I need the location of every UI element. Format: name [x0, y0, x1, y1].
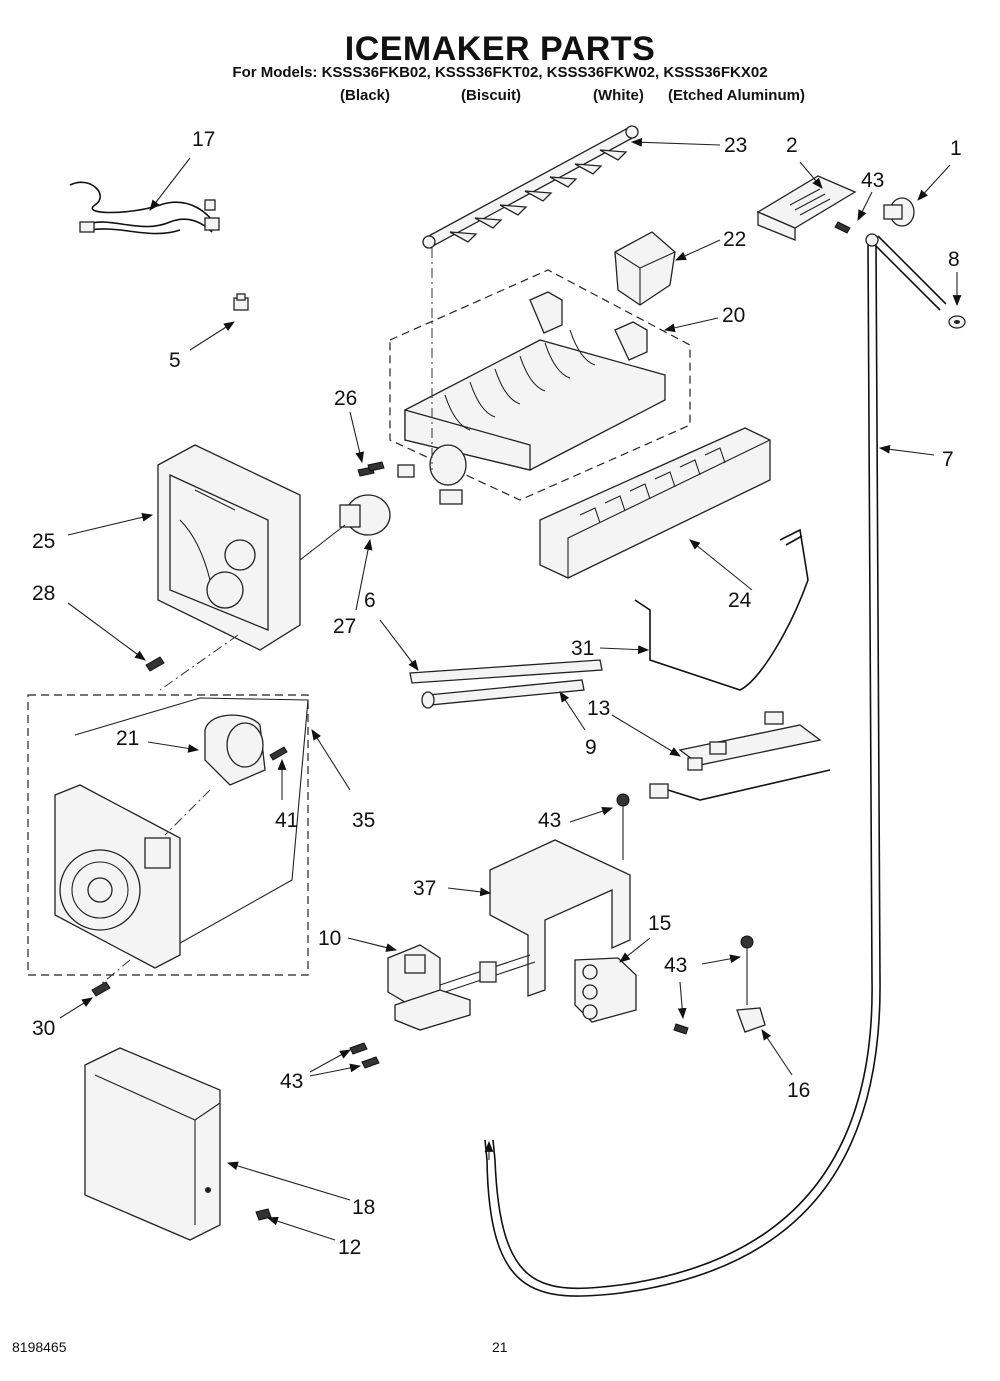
- bracket-37: [489, 839, 631, 997]
- stripper-24: [539, 427, 771, 579]
- label-13: 13: [587, 697, 610, 720]
- label-25: 25: [32, 530, 55, 553]
- label-10: 10: [318, 927, 341, 950]
- motor-27: [299, 494, 391, 561]
- label-6: 6: [364, 589, 376, 612]
- label-41: 41: [275, 809, 298, 832]
- label-2: 2: [786, 134, 798, 157]
- screw-43-top: [834, 221, 851, 234]
- label-24: 24: [728, 589, 752, 612]
- label-21: 21: [116, 727, 139, 750]
- washer-8: [948, 315, 966, 329]
- part-number-labels: 17 23 2 1 43 22 8 20 5 26 7 25 6 24 28 2…: [32, 128, 962, 1259]
- label-43-top: 43: [861, 169, 884, 192]
- label-28: 28: [32, 582, 55, 605]
- label-43-clamp: 43: [664, 954, 687, 977]
- color-biscuit: (Biscuit): [461, 87, 521, 104]
- leader-arrows: [59, 137, 962, 1241]
- housing-25: [157, 444, 301, 651]
- screw-26: [357, 461, 385, 477]
- wire-harness-17: [69, 181, 220, 235]
- clip-5: [233, 293, 249, 311]
- models-line: For Models: KSSS36FKB02, KSSS36FKT02, KS…: [232, 64, 768, 81]
- label-12: 12: [338, 1236, 361, 1259]
- label-35: 35: [352, 809, 375, 832]
- water-valve-10: [387, 944, 536, 1031]
- label-5: 5: [169, 349, 181, 372]
- cover-18: [84, 1047, 221, 1241]
- label-17: 17: [192, 128, 215, 151]
- knob-1: [883, 197, 915, 227]
- label-26: 26: [334, 387, 357, 410]
- color-etched-aluminum: (Etched Aluminum): [668, 87, 805, 104]
- tube-9: [421, 679, 585, 709]
- label-37: 37: [413, 877, 436, 900]
- label-7: 7: [942, 448, 954, 471]
- screw-43-mid: [616, 793, 630, 860]
- label-15: 15: [648, 912, 671, 935]
- tube-6: [409, 659, 603, 684]
- screw-43-switch: [673, 1023, 689, 1035]
- label-8: 8: [948, 248, 960, 271]
- harness-13: [649, 711, 831, 801]
- label-22: 22: [723, 228, 746, 251]
- label-1: 1: [950, 137, 962, 160]
- label-20: 20: [722, 304, 745, 327]
- label-9: 9: [585, 736, 597, 759]
- page-title: ICEMAKER PARTS: [344, 30, 656, 68]
- color-black: (Black): [340, 87, 391, 104]
- ejector-23: [422, 125, 639, 249]
- drive-plate-35: [54, 784, 181, 969]
- label-27: 27: [333, 615, 356, 638]
- label-31: 31: [571, 637, 594, 660]
- fill-cup-22: [614, 231, 676, 306]
- label-43-valve: 43: [280, 1070, 303, 1093]
- shutoff-arm-31: [634, 528, 809, 691]
- bracket-2: [756, 175, 857, 241]
- mold-20: [397, 291, 666, 505]
- label-18: 18: [352, 1196, 375, 1219]
- clamp-16: [736, 935, 766, 1033]
- screw-41: [269, 746, 288, 761]
- color-white: (White): [593, 87, 644, 104]
- alignment-lines: [99, 248, 433, 986]
- motor-21: [204, 714, 266, 786]
- label-23: 23: [724, 134, 747, 157]
- fill-tube-7: [484, 233, 947, 1297]
- label-16: 16: [787, 1079, 810, 1102]
- page-number: 21: [492, 1339, 508, 1355]
- document-number: 8198465: [12, 1339, 67, 1355]
- label-30: 30: [32, 1017, 55, 1040]
- screw-28: [145, 656, 165, 672]
- screw-30: [91, 981, 111, 997]
- screws-43-valve: [349, 1042, 380, 1069]
- switch-15: [574, 957, 637, 1023]
- label-43-mid: 43: [538, 809, 561, 832]
